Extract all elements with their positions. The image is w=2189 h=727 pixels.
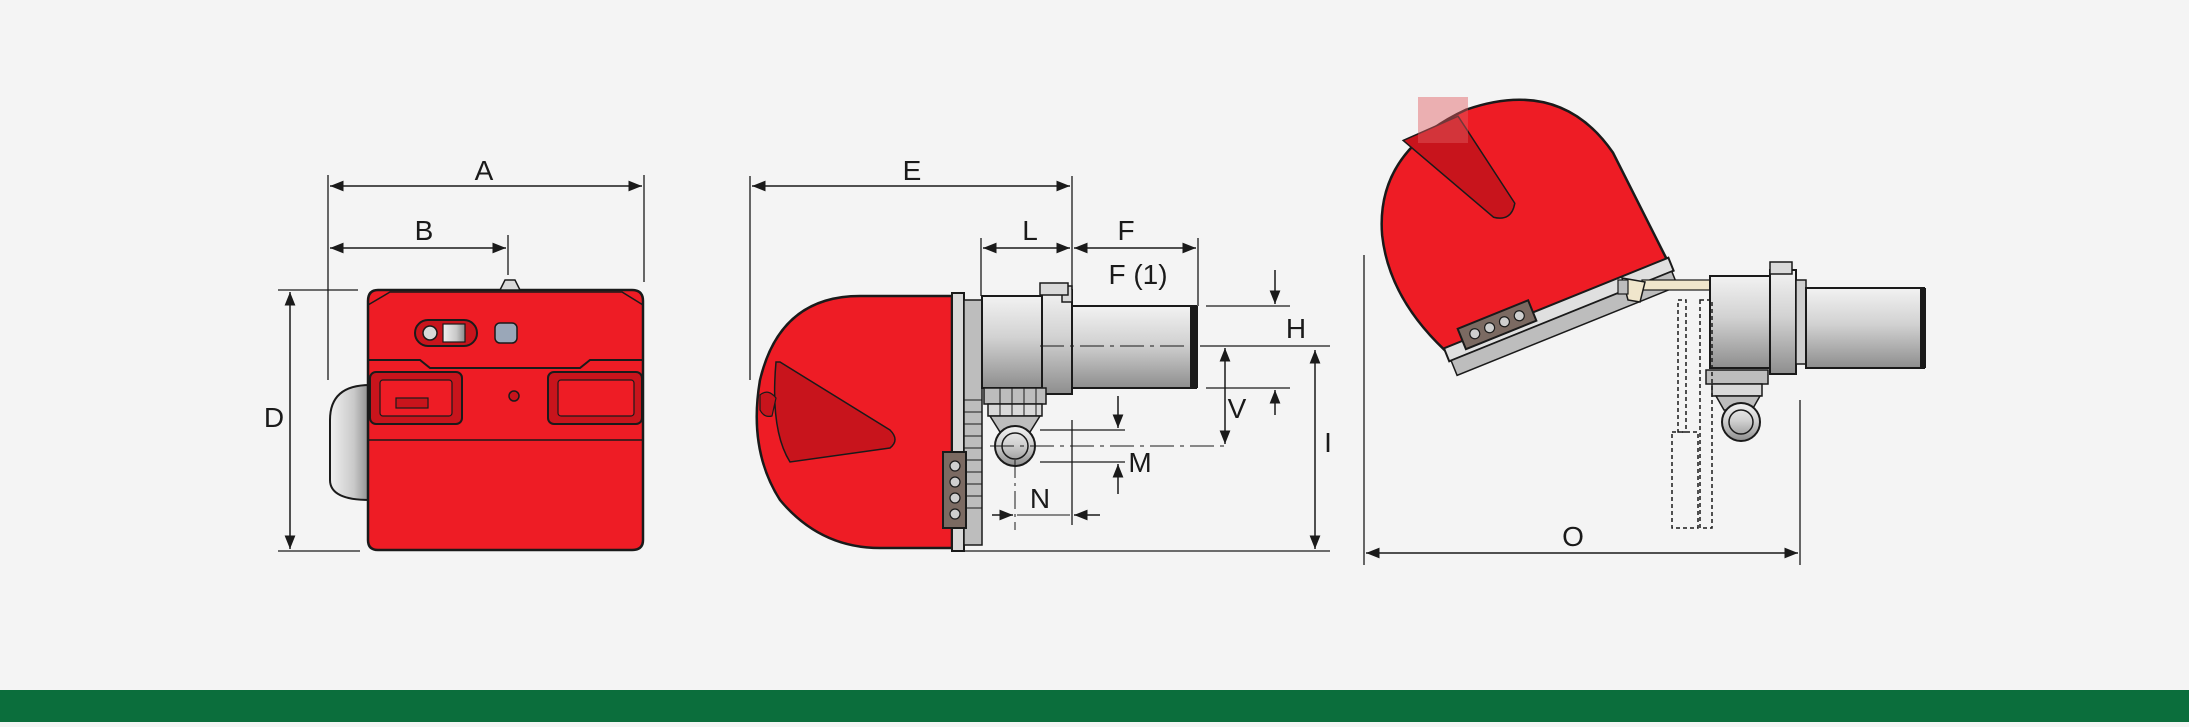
hinge-rod <box>1641 279 1711 291</box>
indicator-lamp-icon <box>494 322 518 344</box>
dimension-label-V: V <box>1228 393 1247 424</box>
blast-tube <box>1071 305 1197 389</box>
dimension-label-F1: F (1) <box>1108 259 1167 290</box>
dimension-label-I: I <box>1324 427 1332 458</box>
front-view-body <box>366 288 645 552</box>
cover-alternate-position <box>1671 299 1713 529</box>
terminal-screw-icon <box>949 508 961 520</box>
dimension-label-F: F <box>1117 215 1134 246</box>
dimension-label-M: M <box>1128 447 1151 478</box>
terminal-strip <box>942 451 967 529</box>
side-view: E L F F (1) H V M N I <box>749 155 1332 552</box>
footer-bar <box>0 690 2189 722</box>
front-screw-icon <box>508 390 520 402</box>
lid-handle <box>498 279 522 291</box>
reset-button-icon <box>422 325 438 341</box>
dimension-label-D: D <box>264 402 284 433</box>
terminal-screw-icon <box>949 476 961 488</box>
terminal-screw-icon <box>949 460 961 472</box>
front-view: A B D <box>264 155 645 552</box>
open-view: O <box>1363 97 1926 565</box>
burner-body <box>981 295 1043 389</box>
dimension-label-N: N <box>1030 483 1050 514</box>
front-view-side-housing <box>329 383 371 502</box>
dimension-label-L: L <box>1022 215 1038 246</box>
dimension-label-E: E <box>903 155 922 186</box>
dimension-label-A: A <box>475 155 494 186</box>
terminal-screw-icon <box>949 492 961 504</box>
dimension-label-B: B <box>415 215 434 246</box>
dimension-label-O: O <box>1562 521 1584 552</box>
dimension-label-H: H <box>1286 313 1306 344</box>
open-view-blast-tube <box>1805 287 1925 369</box>
open-view-body <box>1709 275 1771 369</box>
